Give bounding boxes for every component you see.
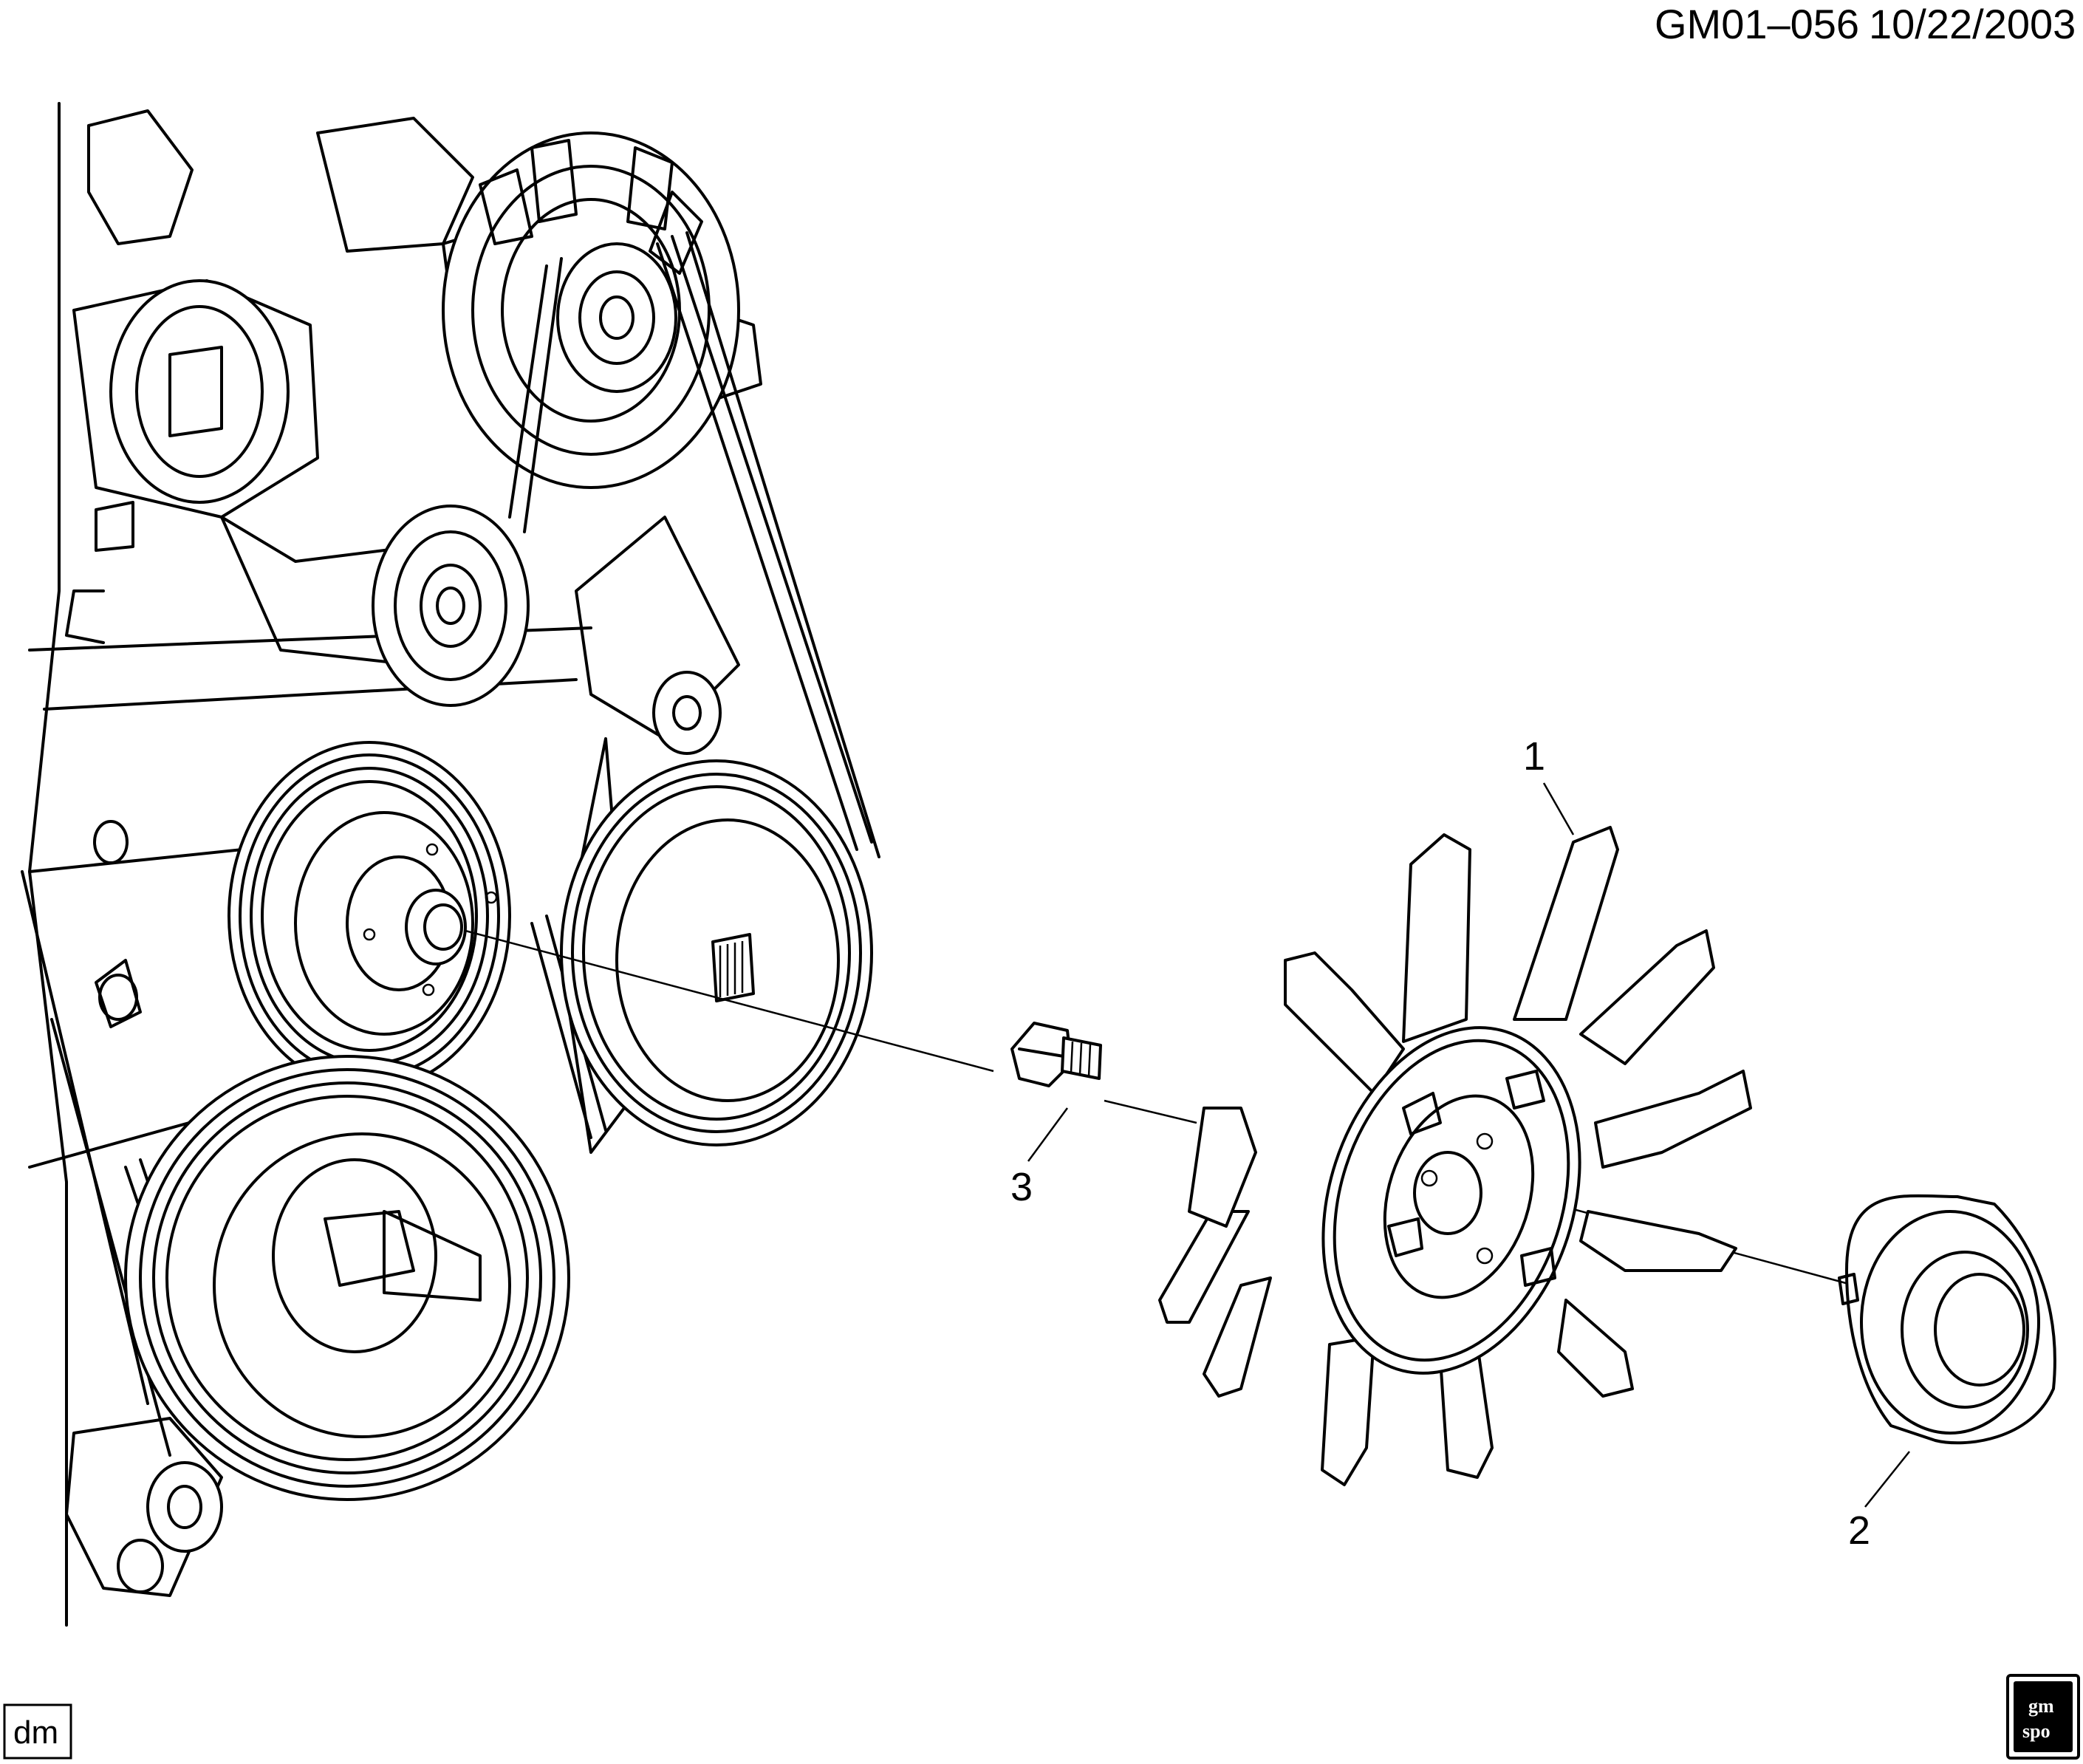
fan-spacer: [1838, 1194, 2056, 1445]
power-steering-pulley: [560, 759, 873, 1146]
gmspo-logo-bottom: spo: [2022, 1720, 2050, 1742]
bolt: [1010, 1022, 1102, 1087]
tensioner: [652, 671, 722, 755]
throttle-body: [109, 279, 290, 504]
cooling-fan: [1158, 826, 1752, 1486]
water-pump-pulley: [228, 741, 511, 1091]
gmspo-logo-top: gm: [2028, 1695, 2054, 1717]
diagram-code: GM01–056: [1655, 1, 1859, 47]
diagram-date: 10/22/2003: [1869, 1, 2076, 47]
alternator-pulley: [556, 242, 677, 393]
callout-label-2: 2: [1848, 1508, 1870, 1553]
crankshaft-pulley: [124, 1055, 570, 1501]
callout-2: 2: [1848, 1451, 1910, 1553]
idler-pulley: [372, 505, 530, 707]
callout-1: 1: [1523, 734, 1575, 835]
callout-3: 3: [1010, 1107, 1069, 1209]
callout-label-1: 1: [1523, 734, 1545, 779]
engine-assembly: [21, 102, 880, 1627]
belt-tensioner-lower: [65, 1417, 223, 1597]
dm-tag-label: dm: [13, 1715, 58, 1751]
gmspo-logo: gm spo: [2006, 1674, 2080, 1760]
callout-label-3: 3: [1010, 1165, 1033, 1209]
dm-tag: dm: [3, 1703, 72, 1760]
